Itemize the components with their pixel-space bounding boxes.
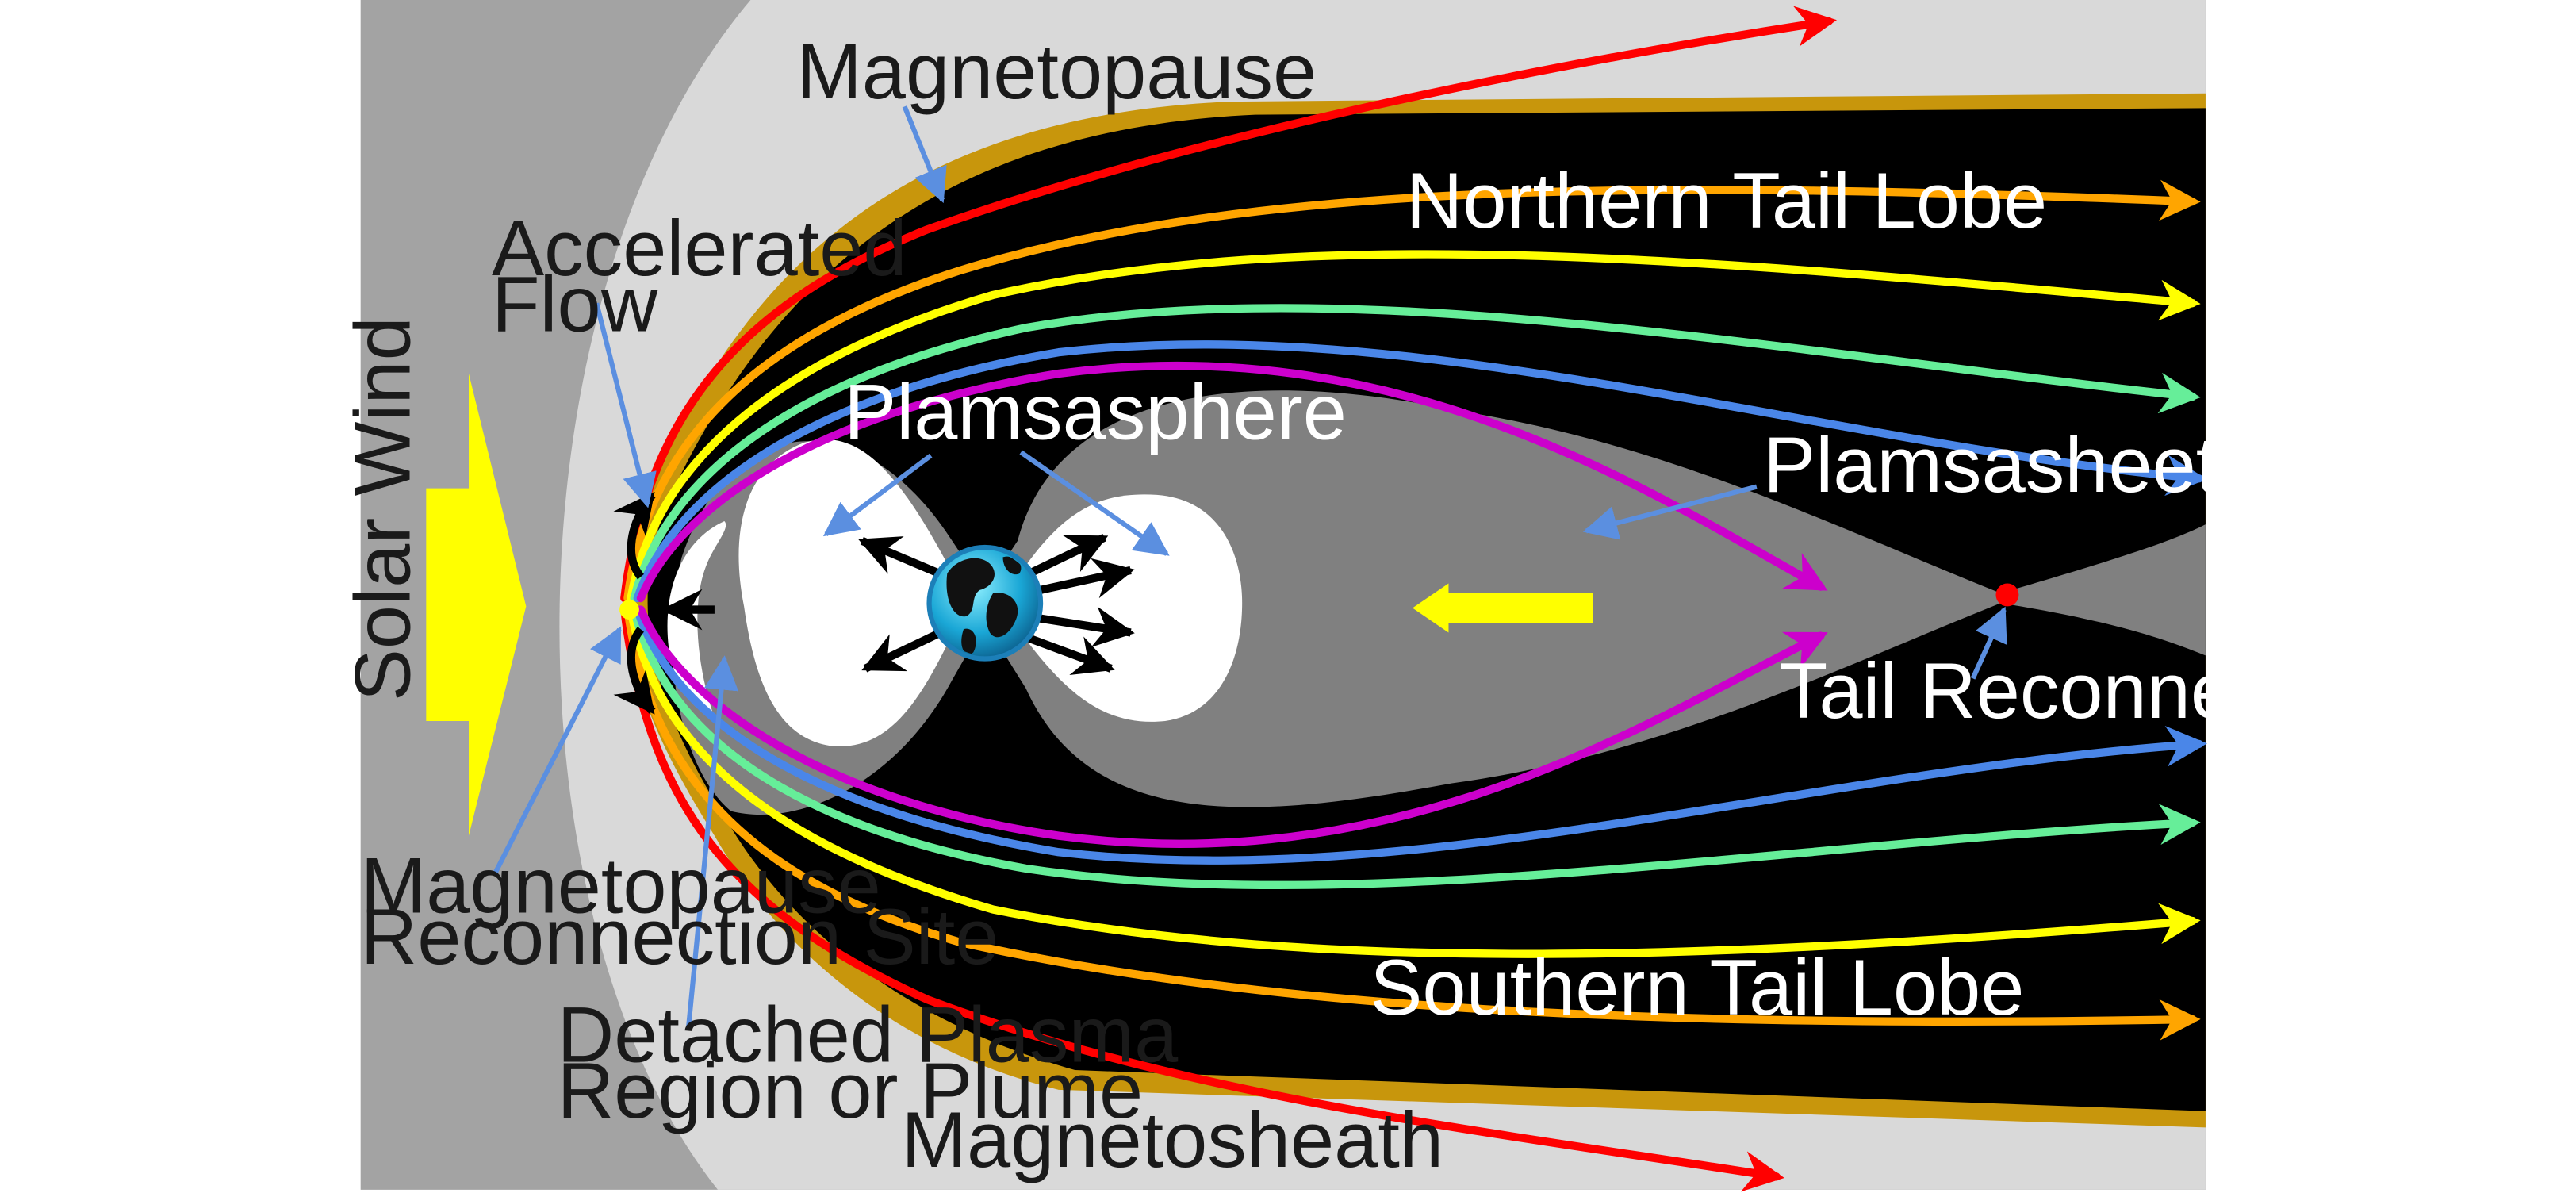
label-magnetopause: Magnetopause: [796, 28, 1317, 116]
field-line-red-north: [620, 6, 1837, 603]
field-line-purple-north: [636, 361, 1828, 603]
pointer-plasmasheet: [1582, 484, 1758, 540]
plasmasphere-outflow-arrows: [661, 533, 1135, 675]
label-tail-reconnection-site: Tail Reconnection Site: [1780, 647, 2558, 735]
field-lines-north: [620, 6, 2207, 603]
label-plasmasheet: Plamsasheet: [1763, 421, 2218, 509]
field-line-blue-north: [633, 340, 2207, 603]
field-line-orange-south: [623, 605, 2201, 1041]
pointer-plasmasphere-right: [1019, 450, 1170, 556]
pointer-magnetopause-reconnection: [493, 626, 622, 875]
field-line-green-north: [630, 304, 2201, 603]
earth-icon: [926, 544, 1044, 662]
label-accelerated-flow-line2: Flow: [492, 260, 658, 348]
pointer-accelerated-flow: [594, 302, 657, 508]
field-line-yellow-north: [627, 250, 2201, 603]
label-accelerated-flow-line1: Accelerated: [492, 205, 907, 293]
pointer-magnetopause: [902, 105, 947, 204]
pointer-tail-reconnection: [1970, 606, 2007, 680]
label-magnetosheath: Magnetosheath: [901, 1096, 1443, 1184]
label-detached-plasma-line2: Region or Plume: [558, 1047, 1144, 1135]
field-line-yellow-south: [627, 605, 2201, 958]
label-southern-tail-lobe: Southern Tail Lobe: [1370, 944, 2024, 1032]
label-magnetopause-reconnection-line2: Reconnection Site: [361, 893, 999, 981]
label-solar-wind: Solar Wind: [339, 316, 427, 701]
field-line-red-south: [620, 605, 1784, 1192]
label-northern-tail-lobe: Northern Tail Lobe: [1406, 157, 2047, 245]
pointer-arrows: [493, 105, 2007, 1030]
pointer-plasmasphere-left: [822, 453, 933, 537]
tail-reconnection-marker: [1995, 583, 2019, 607]
solar-wind-arrow: [426, 374, 527, 836]
label-magnetopause-reconnection-line1: Magnetopause: [361, 842, 881, 930]
pointer-detached-plasma: [685, 655, 739, 1030]
field-line-green-south: [630, 605, 2201, 889]
field-lines-south: [620, 605, 2207, 1192]
field-line-purple-south: [636, 605, 1828, 848]
magnetopause-reconnection-marker: [619, 600, 639, 620]
field-line-orange-north: [623, 179, 2201, 603]
earthward-flow-arrow: [1413, 583, 1593, 633]
label-plasmasphere: Plamsasphere: [844, 369, 1347, 457]
label-detached-plasma-line1: Detached Plasma: [558, 992, 1179, 1080]
plasmasphere-left-lobe: [738, 439, 966, 746]
field-line-blue-south: [633, 605, 2207, 865]
